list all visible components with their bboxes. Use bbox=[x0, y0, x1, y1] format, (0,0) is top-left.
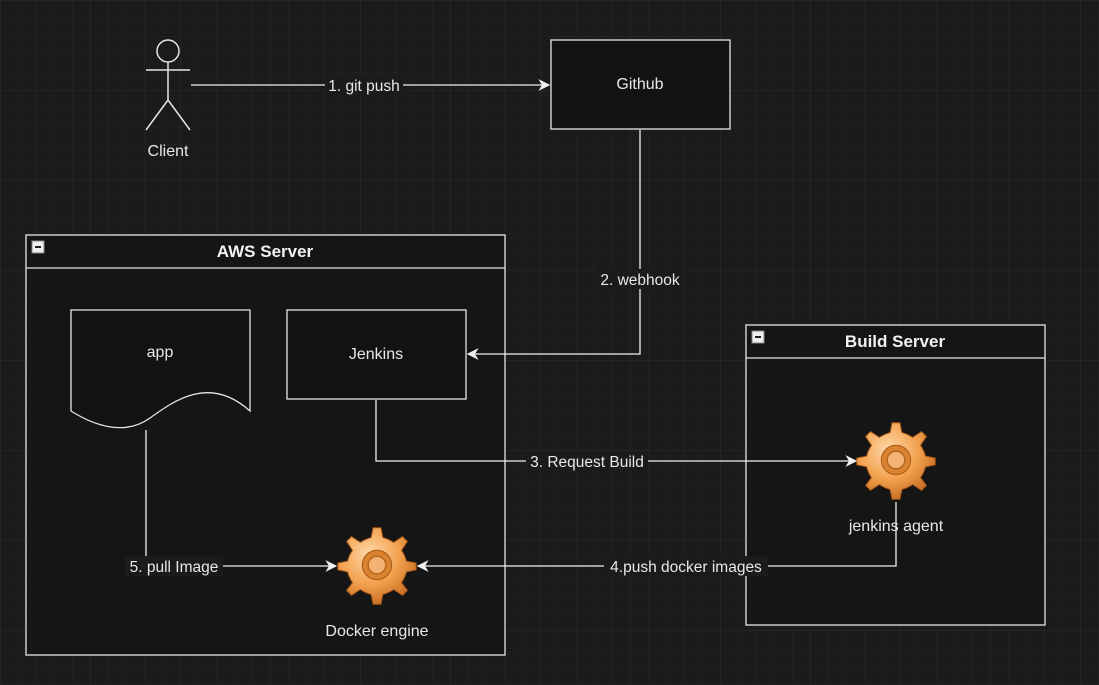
aws-server-container[interactable]: AWS Server bbox=[25, 234, 506, 656]
github-node[interactable]: Github bbox=[550, 39, 731, 130]
edge-webhook-line bbox=[466, 130, 641, 360]
jenkins-label: Jenkins bbox=[349, 346, 403, 363]
actor-left-leg bbox=[145, 99, 169, 131]
edge-webhook-label: 2. webhook bbox=[600, 272, 680, 289]
collapse-icon[interactable] bbox=[31, 240, 45, 254]
edge-label-background bbox=[325, 75, 403, 95]
docker-engine-label: Docker engine bbox=[325, 623, 428, 640]
jenkins-box bbox=[286, 309, 467, 400]
edge-pull-image-label: 5. pull Image bbox=[130, 559, 219, 576]
edge-request-build-label: 3. Request Build bbox=[530, 454, 644, 471]
app-label: app bbox=[147, 344, 174, 361]
jenkins-node[interactable]: Jenkins bbox=[286, 309, 467, 400]
edge-label-background bbox=[604, 556, 768, 576]
client-label: Client bbox=[148, 143, 189, 160]
edge-request-build-line bbox=[375, 400, 858, 467]
edge-git-push[interactable]: 1. git push bbox=[191, 75, 551, 95]
edge-git-push-label: 1. git push bbox=[328, 78, 400, 95]
edge-pull-image[interactable]: 5. pull Image bbox=[125, 430, 338, 576]
edge-push-docker-images-label: 4.push docker images bbox=[610, 559, 762, 576]
collapse-icon[interactable] bbox=[751, 330, 765, 344]
app-document-node[interactable]: app bbox=[70, 309, 251, 429]
github-label: Github bbox=[616, 76, 663, 93]
edge-push-docker-images-line bbox=[416, 502, 897, 572]
gear-icon bbox=[856, 422, 936, 500]
docker-engine-node[interactable]: Docker engine bbox=[325, 527, 429, 640]
actor-right-leg bbox=[167, 99, 191, 131]
edge-request-build[interactable]: 3. Request Build bbox=[375, 400, 858, 471]
edge-label-background bbox=[125, 556, 223, 576]
gear-icon bbox=[337, 527, 417, 605]
app-document-shape bbox=[70, 309, 251, 429]
client-actor[interactable]: Client bbox=[145, 39, 191, 160]
edge-webhook[interactable]: 2. webhook bbox=[466, 130, 684, 360]
edge-label-background bbox=[526, 451, 648, 471]
aws-server-panel bbox=[25, 234, 506, 656]
aws-server-title: AWS Server bbox=[217, 242, 314, 261]
github-box bbox=[550, 39, 731, 130]
build-server-title: Build Server bbox=[845, 332, 946, 351]
edge-push-docker-images[interactable]: 4.push docker images bbox=[416, 502, 897, 576]
edge-label-background bbox=[596, 269, 684, 289]
